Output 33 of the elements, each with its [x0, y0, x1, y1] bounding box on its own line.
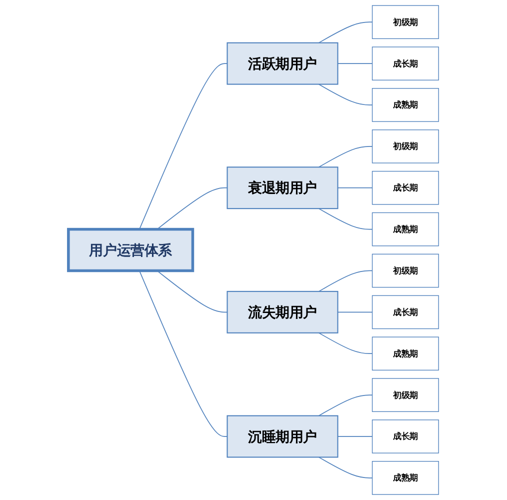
node-box: 初级期	[372, 378, 439, 412]
node-box: 成熟期	[372, 88, 439, 122]
node-box: 初级期	[372, 254, 439, 288]
connector	[318, 22, 373, 44]
node-box: 成熟期	[372, 460, 439, 495]
node-box: 活跃期用户	[226, 42, 338, 85]
node-box: 成长期	[372, 170, 439, 205]
connector	[337, 436, 373, 437]
connector	[337, 187, 373, 188]
connector	[318, 84, 373, 106]
node-box: 成长期	[372, 46, 439, 80]
connector	[337, 63, 373, 64]
node-box: 成熟期	[372, 212, 439, 246]
node-box: 成长期	[372, 420, 439, 454]
node-box: 初级期	[372, 130, 439, 164]
node-box: 流失期用户	[226, 290, 338, 334]
node-box: 用户运营体系	[67, 228, 194, 272]
connector	[138, 270, 228, 437]
connector	[318, 394, 373, 416]
connector	[318, 332, 373, 354]
connector	[318, 456, 373, 478]
node-box: 初级期	[372, 5, 439, 40]
connector	[318, 208, 373, 230]
node-box: 成长期	[372, 295, 439, 330]
connector	[337, 312, 373, 313]
connector	[138, 63, 228, 230]
node-box: 成熟期	[372, 336, 439, 371]
connector	[318, 270, 373, 292]
node-box: 沉睡期用户	[226, 415, 338, 458]
node-box: 衰退期用户	[226, 166, 338, 210]
connector	[318, 146, 373, 168]
connector	[156, 187, 228, 230]
connector	[156, 270, 228, 313]
